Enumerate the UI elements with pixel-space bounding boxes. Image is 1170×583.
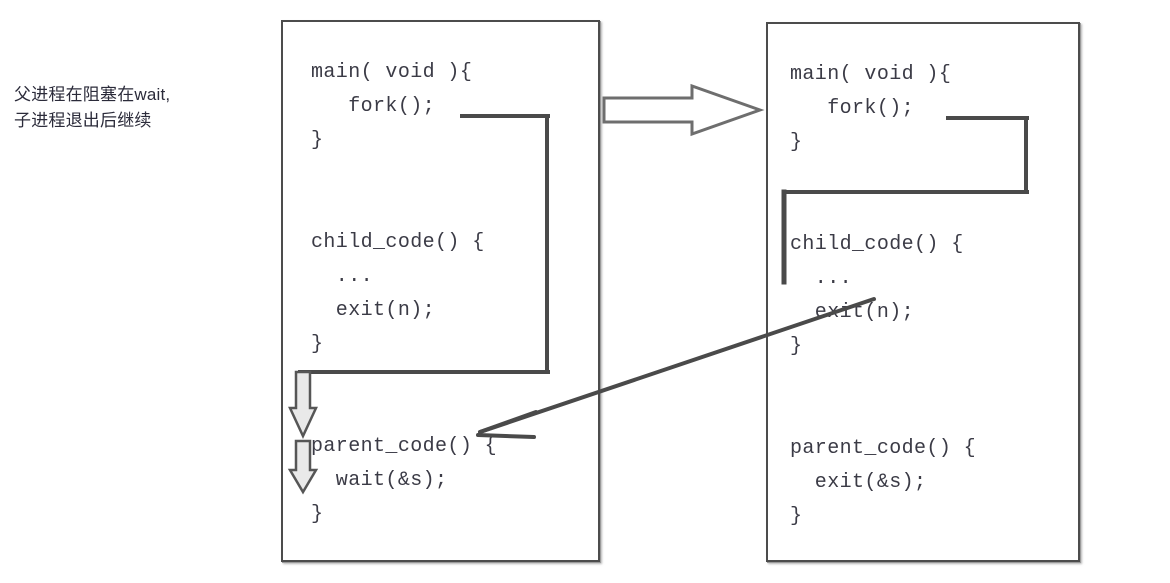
right-code-listing: main( void ){ fork(); } child_code() { .… [790,63,977,528]
left-code-listing: main( void ){ fork(); } child_code() { .… [311,61,498,526]
block-arrow-right-icon [602,83,765,137]
annotation-text: 父进程在阻塞在wait, 子进程退出后继续 [14,82,282,134]
right-code-box: main( void ){ fork(); } child_code() { .… [766,22,1080,562]
annotation-line-1: 父进程在阻塞在wait, [14,85,171,104]
left-code-box: main( void ){ fork(); } child_code() { .… [281,20,600,562]
annotation-line-2: 子进程退出后继续 [14,111,152,130]
